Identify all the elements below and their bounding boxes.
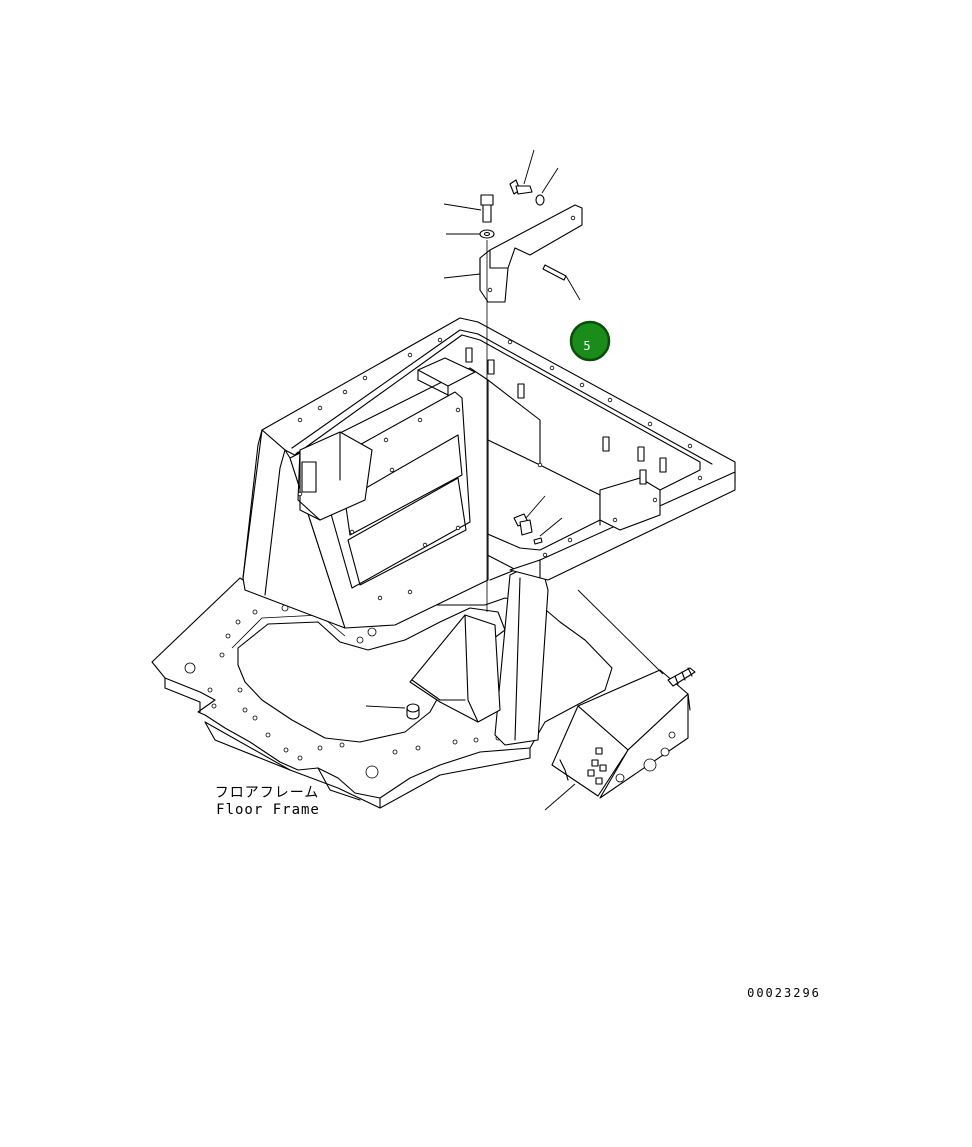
bolt-2 <box>509 179 545 206</box>
bolt-3 <box>513 513 543 545</box>
control-box <box>551 667 696 799</box>
pin <box>542 264 567 281</box>
mount-bracket <box>479 204 583 303</box>
studs <box>465 347 667 485</box>
floor-frame-label-en: Floor Frame <box>216 802 320 818</box>
lower-bracket <box>406 614 501 723</box>
floor-frame-body <box>242 317 736 746</box>
callout-5-label: 5 <box>583 339 590 353</box>
floor-plate <box>151 577 613 809</box>
floor-frame-label-jp: フロアフレーム <box>215 785 320 801</box>
drawing-number: 00023296 <box>747 986 821 1000</box>
bolt-1 <box>480 194 494 223</box>
hardware-exploded <box>365 149 664 811</box>
callout-5[interactable]: 5 <box>569 320 611 362</box>
